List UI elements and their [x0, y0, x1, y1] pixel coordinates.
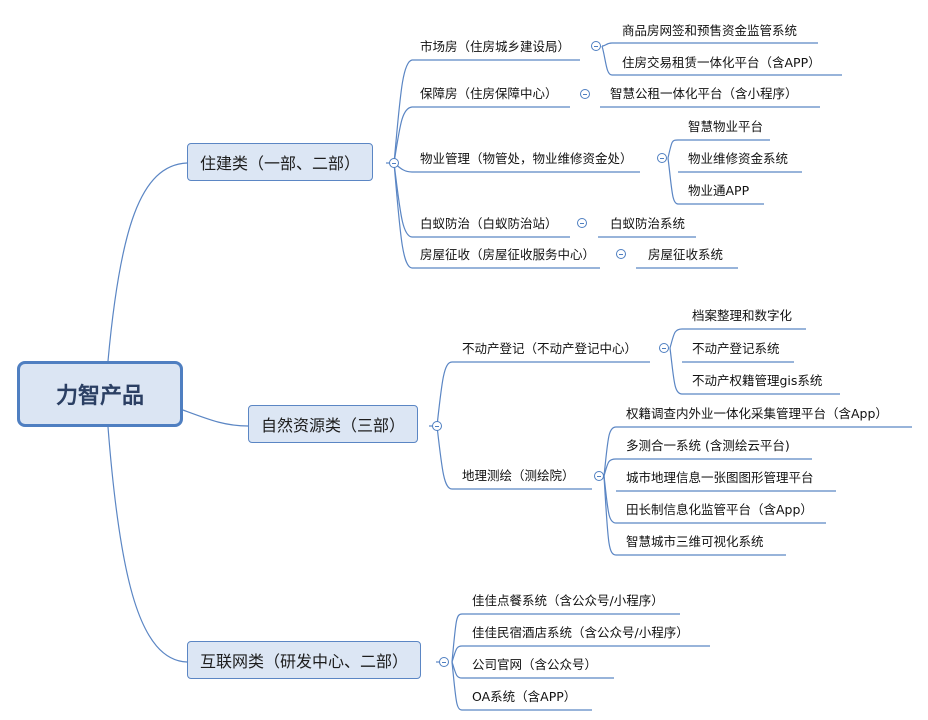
budongchan-item-line-1 — [669, 328, 806, 349]
leaf-cehui-3[interactable]: 城市地理信息一张图图形管理平台 — [626, 470, 814, 485]
category-ziran[interactable]: 自然资源类（三部） — [248, 405, 419, 443]
leaf-hulian-1[interactable]: 佳佳点餐系统（含公众号/小程序） — [472, 593, 664, 608]
collapse-toggle-icon[interactable] — [439, 657, 449, 667]
category-zhujian[interactable]: 住建类（一部、二部） — [187, 143, 374, 181]
root-to-hulian-line — [107, 426, 188, 663]
collapse-toggle-icon[interactable] — [616, 249, 626, 259]
leaf-cehui-1[interactable]: 权籍调查内外业一体化采集管理平台（含App） — [626, 406, 888, 421]
root-topic[interactable]: 力智产品 — [17, 361, 183, 427]
leaf-cehui-5[interactable]: 智慧城市三维可视化系统 — [626, 534, 764, 549]
category-hulian[interactable]: 互联网类（研发中心、二部） — [187, 641, 422, 679]
topic-baozhang[interactable]: 保障房（住房保障中心） — [420, 86, 558, 101]
root-to-ziran-line — [182, 409, 249, 427]
topic-wuye[interactable]: 物业管理（物管处，物业维修资金处） — [420, 151, 633, 166]
collapse-toggle-icon[interactable] — [657, 153, 667, 163]
leaf-wuye-2[interactable]: 物业维修资金系统 — [688, 151, 789, 166]
leaf-budongchan-1[interactable]: 档案整理和数字化 — [692, 308, 793, 323]
leaf-hulian-3[interactable]: 公司官网（含公众号） — [472, 657, 598, 672]
cehui-item-line-1 — [603, 426, 912, 477]
leaf-cehui-4[interactable]: 田长制信息化监管平台（含App） — [626, 502, 813, 517]
collapse-toggle-icon[interactable] — [659, 343, 669, 353]
leaf-baiyi-1[interactable]: 白蚁防治系统 — [610, 216, 686, 231]
topic-shichang[interactable]: 市场房（住房城乡建设局） — [420, 39, 571, 54]
root-to-zhujian-line — [107, 162, 188, 362]
zhujian-zhengshou-line — [393, 162, 600, 269]
hulian-item-line-2 — [451, 645, 710, 663]
cehui-item-line-5 — [603, 475, 786, 556]
collapse-toggle-icon[interactable] — [580, 89, 590, 99]
ziran-cehui-line — [436, 425, 592, 490]
collapse-toggle-icon[interactable] — [432, 421, 442, 431]
collapse-toggle-icon[interactable] — [389, 158, 399, 168]
collapse-toggle-icon[interactable] — [591, 41, 601, 51]
leaf-zhengshou-1[interactable]: 房屋征收系统 — [648, 247, 724, 262]
topic-budongchan[interactable]: 不动产登记（不动产登记中心） — [462, 341, 638, 356]
leaf-shichang-2[interactable]: 住房交易租赁一体化平台（含APP） — [622, 55, 821, 70]
hulian-item-line-3 — [451, 661, 614, 679]
leaf-wuye-3[interactable]: 物业通APP — [688, 183, 750, 198]
wuye-item-line-1 — [667, 139, 770, 159]
zhujian-shichang-line — [393, 59, 580, 164]
leaf-hulian-2[interactable]: 佳佳民宿酒店系统（含公众号/小程序） — [472, 625, 689, 640]
budongchan-item-line-3 — [669, 347, 840, 395]
collapse-toggle-icon[interactable] — [577, 218, 587, 228]
cehui-item-line-2 — [603, 458, 812, 477]
shichang-item-line-2 — [601, 45, 842, 76]
leaf-budongchan-2[interactable]: 不动产登记系统 — [692, 341, 780, 356]
leaf-budongchan-3[interactable]: 不动产权籍管理gis系统 — [692, 373, 823, 388]
leaf-baozhang-1[interactable]: 智慧公租一体化平台（含小程序） — [610, 86, 798, 101]
collapse-toggle-icon[interactable] — [594, 471, 604, 481]
topic-cehui[interactable]: 地理测绘（测绘院） — [462, 468, 575, 483]
leaf-hulian-4[interactable]: OA系统（含APP） — [472, 689, 577, 704]
hulian-item-line-1 — [451, 613, 680, 663]
zhujian-baozhang-line — [393, 106, 570, 164]
topic-baiyi[interactable]: 白蚁防治（白蚁防治站） — [420, 216, 558, 231]
hulian-item-line-4 — [451, 661, 592, 711]
leaf-cehui-2[interactable]: 多测合一系统 (含测绘云平台) — [626, 438, 790, 453]
leaf-wuye-1[interactable]: 智慧物业平台 — [688, 119, 764, 134]
leaf-shichang-1[interactable]: 商品房网签和预售资金监管系统 — [622, 23, 798, 38]
wuye-item-line-3 — [667, 157, 764, 205]
shichang-item-line-1 — [601, 42, 818, 47]
topic-zhengshou[interactable]: 房屋征收（房屋征收服务中心） — [420, 247, 596, 262]
ziran-budongchan-line — [436, 361, 650, 427]
